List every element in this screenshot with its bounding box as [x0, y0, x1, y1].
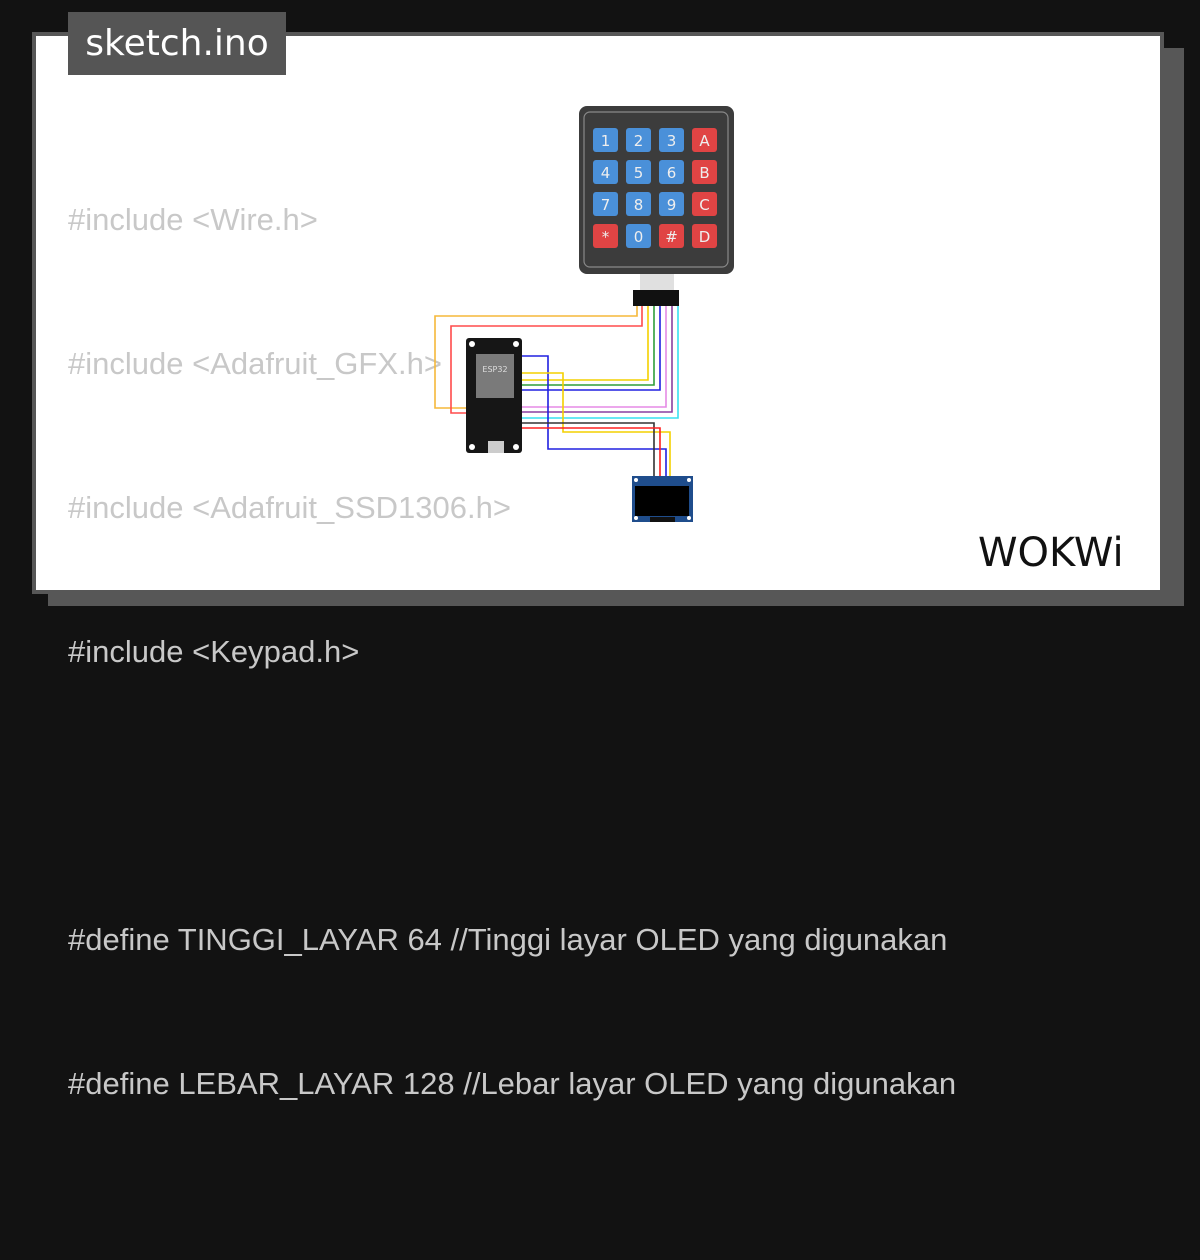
svg-text:WOKWi: WOKWi — [978, 530, 1124, 576]
code-line: #include <Keypad.h> — [68, 634, 360, 669]
svg-text:7: 7 — [601, 196, 611, 214]
file-tab: sketch.ino — [68, 12, 286, 75]
svg-text:*: * — [602, 228, 610, 246]
wires — [434, 306, 679, 477]
code-line: #include <Adafruit_SSD1306.h> — [68, 490, 511, 525]
keypad-key — [593, 224, 618, 248]
keypad-key — [593, 160, 618, 184]
keypad-key — [626, 192, 651, 216]
svg-text:A: A — [699, 132, 710, 150]
code-line: #include <Adafruit_GFX.h> — [68, 346, 442, 381]
keypad-key — [593, 128, 618, 152]
svg-text:C: C — [699, 196, 709, 214]
code-line: #define TINGGI_LAYAR 64 //Tinggi layar O… — [68, 922, 948, 957]
keypad-key — [593, 192, 618, 216]
keypad-key — [692, 128, 717, 152]
svg-text:1: 1 — [601, 132, 611, 150]
keypad-key — [659, 160, 684, 184]
keypad-key — [659, 192, 684, 216]
keypad-key — [626, 160, 651, 184]
circuit-diagram: 1 2 3 A 4 5 6 B 7 8 9 C * 0 # D ESP32 — [434, 106, 734, 522]
keypad-key — [692, 192, 717, 216]
svg-text:3: 3 — [667, 132, 677, 150]
keypad-4x4: 1 2 3 A 4 5 6 B 7 8 9 C * 0 # D — [579, 106, 734, 306]
svg-text:ESP32: ESP32 — [482, 365, 507, 374]
code-line — [68, 772, 956, 820]
svg-text:4: 4 — [601, 164, 611, 182]
keypad-key — [659, 128, 684, 152]
keypad-key — [692, 160, 717, 184]
svg-text:D: D — [699, 228, 711, 246]
svg-text:B: B — [699, 164, 709, 182]
code-line — [68, 1204, 956, 1252]
keypad-key — [626, 128, 651, 152]
keypad-key — [659, 224, 684, 248]
wokwi-logo: WOKWi — [978, 530, 1124, 576]
keypad-key — [692, 224, 717, 248]
svg-text:8: 8 — [634, 196, 644, 214]
keypad-key — [626, 224, 651, 248]
oled-display — [632, 476, 693, 522]
svg-text:0: 0 — [634, 228, 644, 246]
svg-text:6: 6 — [667, 164, 677, 182]
esp32-board: ESP32 — [466, 338, 522, 453]
code-line: #include <Wire.h> — [68, 202, 318, 237]
svg-text:9: 9 — [667, 196, 677, 214]
svg-text:2: 2 — [634, 132, 644, 150]
svg-text:#: # — [665, 228, 678, 246]
svg-text:5: 5 — [634, 164, 644, 182]
code-line: #define LEBAR_LAYAR 128 //Lebar layar OL… — [68, 1066, 957, 1101]
